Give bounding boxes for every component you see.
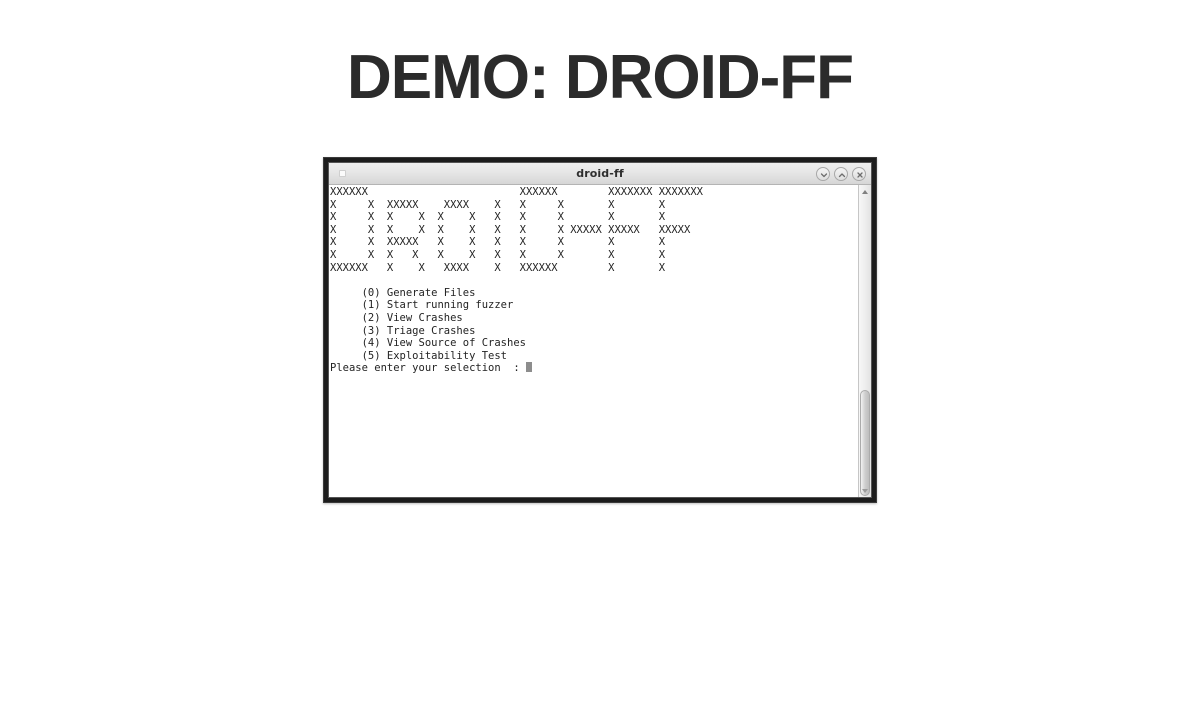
- scroll-up-arrow-icon[interactable]: [859, 185, 871, 198]
- close-button[interactable]: [852, 167, 866, 181]
- terminal-window-inner: droid-ff: [328, 162, 872, 498]
- page-title: DEMO: DROID-FF: [346, 43, 854, 112]
- maximize-button[interactable]: [834, 167, 848, 181]
- menu-list[interactable]: (0) Generate Files (1) Start running fuz…: [361, 286, 526, 362]
- terminal-text: XXXXXX XXXXXX XXXXXXX XXXXXXX X X XXXXX …: [329, 186, 858, 375]
- triangle-up-icon: [862, 189, 868, 194]
- triangle-down-icon: [862, 488, 868, 493]
- terminal-window: droid-ff: [323, 157, 877, 503]
- scroll-down-arrow-icon[interactable]: [859, 484, 871, 497]
- scrollbar-thumb[interactable]: [860, 390, 870, 496]
- terminal-output-area[interactable]: XXXXXX XXXXXX XXXXXXX XXXXXXX X X XXXXX …: [329, 185, 858, 497]
- window-controls: [816, 167, 866, 181]
- prompt-line: Please enter your selection :: [330, 362, 526, 375]
- minimize-button[interactable]: [816, 167, 830, 181]
- ascii-banner: XXXXXX XXXXXX XXXXXXX XXXXXXX X X XXXXX …: [330, 186, 703, 274]
- close-icon: [857, 172, 863, 178]
- window-titlebar[interactable]: droid-ff: [329, 163, 871, 185]
- chevron-down-icon: [820, 173, 828, 178]
- terminal-cursor: [525, 362, 533, 373]
- vertical-scrollbar[interactable]: [858, 185, 871, 497]
- window-menu-icon[interactable]: [339, 170, 346, 177]
- chevron-up-icon: [838, 173, 846, 178]
- window-title: droid-ff: [576, 167, 624, 180]
- banner-gap: [330, 274, 858, 287]
